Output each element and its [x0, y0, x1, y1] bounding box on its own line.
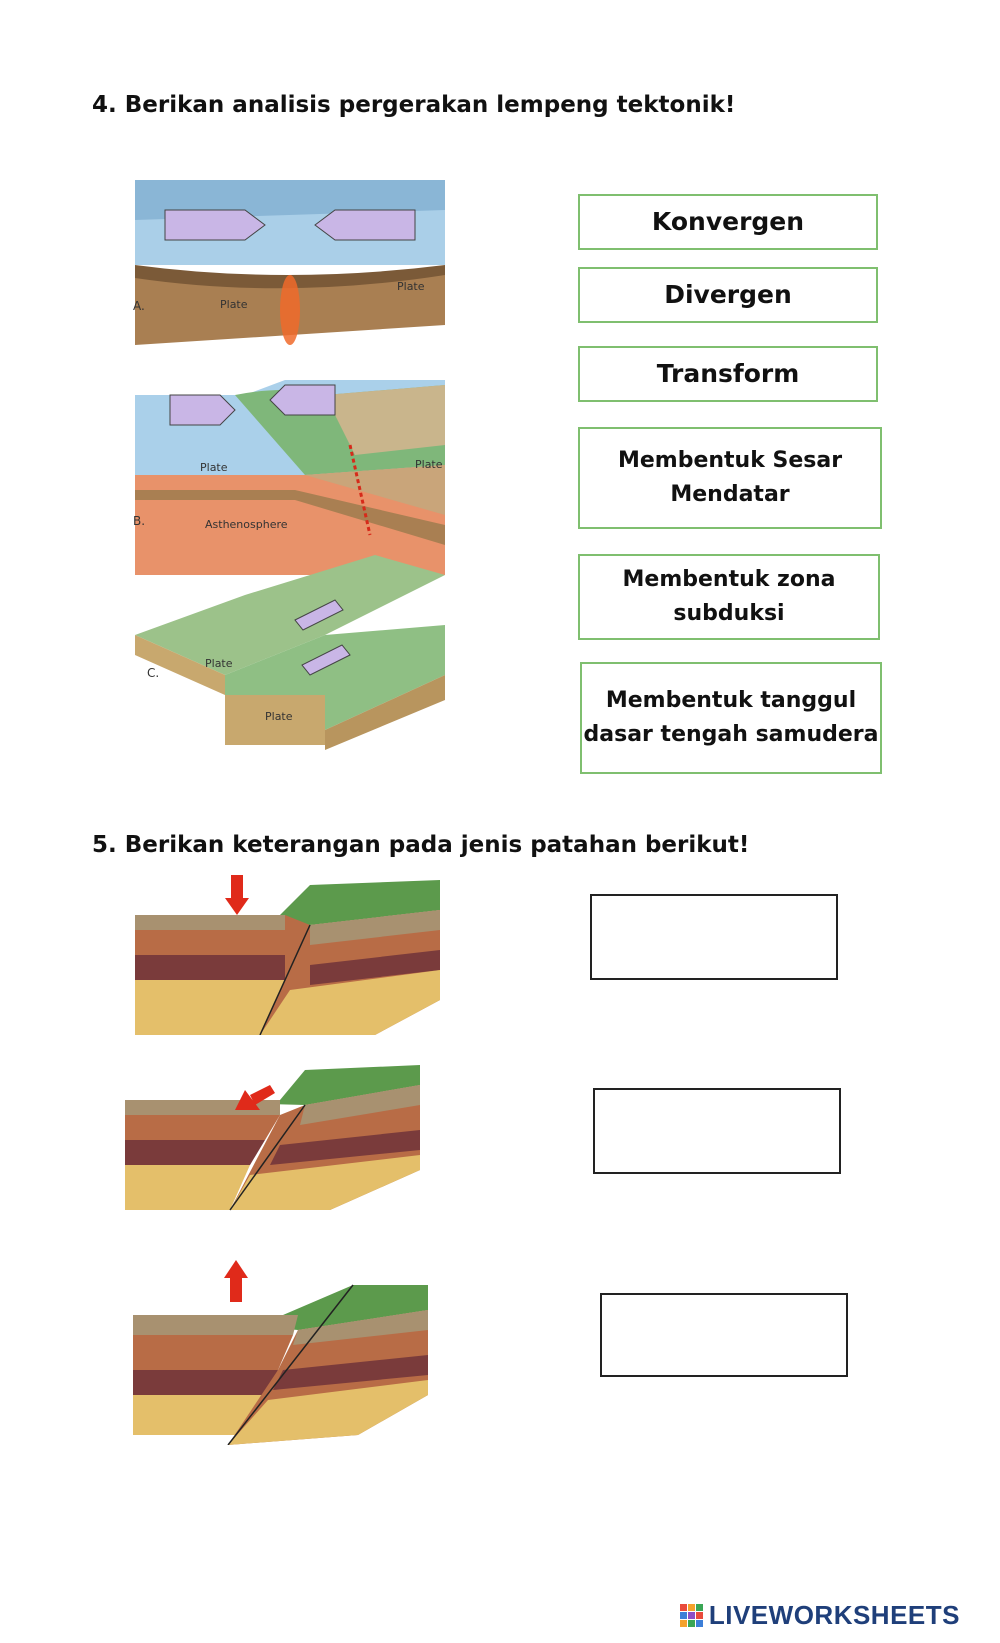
answer-box-2[interactable] [593, 1088, 841, 1174]
option-zona-subduksi[interactable]: Membentuk zona subduksi [578, 554, 880, 640]
option-konvergen[interactable]: Konvergen [578, 194, 878, 250]
question-4-title: 4. Berikan analisis pergerakan lempeng t… [92, 92, 736, 118]
option-divergen[interactable]: Divergen [578, 267, 878, 323]
plate-a-left-label: Plate [220, 298, 248, 311]
option-sesar-mendatar[interactable]: Membentuk Sesar Mendatar [578, 427, 882, 529]
plate-diagram-c: C. Plate Plate [135, 555, 445, 750]
question-5-title: 5. Berikan keterangan pada jenis patahan… [92, 832, 750, 858]
plate-c-letter: C. [147, 666, 159, 680]
answer-box-1[interactable] [590, 894, 838, 980]
plate-b-right-label: Plate [415, 458, 443, 471]
plate-c-bottom-label: Plate [265, 710, 293, 723]
plate-c-top-label: Plate [205, 657, 233, 670]
plate-diagram-a: A. Plate Plate [133, 180, 445, 345]
logo-grid-icon [679, 1604, 703, 1627]
liveworksheets-logo: LIVEWORKSHEETS [679, 1600, 960, 1631]
plate-a-right-label: Plate [397, 280, 425, 293]
option-zona-subduksi-label: Membentuk zona subduksi [622, 566, 836, 626]
fault-diagram-2 [125, 1065, 420, 1211]
option-tanggul-samudera-label: Membentuk tanggul dasar tengah samudera [583, 687, 879, 747]
option-transform-label: Transform [656, 358, 800, 388]
option-konvergen-label: Konvergen [651, 206, 805, 236]
answer-box-3[interactable] [600, 1293, 848, 1377]
plate-tectonics-diagram: A. Plate Plate B. Plate Plate Asthenosph… [133, 180, 445, 750]
brand-name: LIVEWORKSHEETS [708, 1600, 960, 1630]
fault-diagram-3 [133, 1260, 428, 1445]
plate-b-layer-label: Asthenosphere [205, 518, 288, 531]
plate-diagram-b: B. Plate Plate Asthenosphere [133, 380, 445, 575]
option-tanggul-samudera[interactable]: Membentuk tanggul dasar tengah samudera [580, 662, 882, 774]
fault-diagram-1 [135, 875, 440, 1035]
plate-b-letter: B. [133, 514, 145, 528]
plate-a-letter: A. [133, 299, 145, 313]
option-divergen-label: Divergen [664, 279, 792, 309]
option-transform[interactable]: Transform [578, 346, 878, 402]
option-sesar-mendatar-label: Membentuk Sesar Mendatar [617, 447, 843, 507]
plate-b-left-label: Plate [200, 461, 228, 474]
